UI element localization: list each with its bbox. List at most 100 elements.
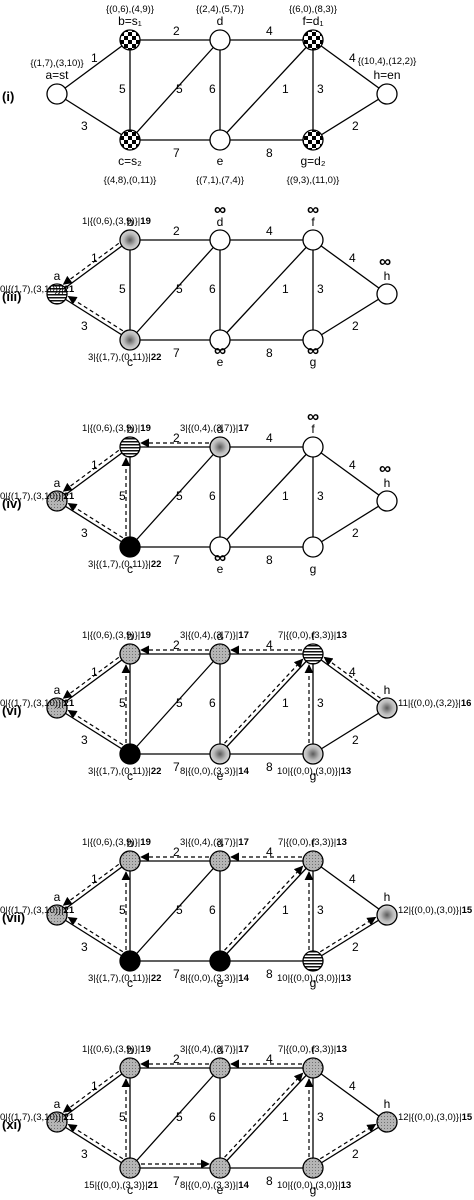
- annotation-text: 7|{(0,0),(3,3)}|: [278, 1044, 336, 1055]
- panel-label: (xi): [2, 1117, 22, 1132]
- annotation-g: {(9,3),(11,0)}: [287, 175, 340, 186]
- edge-d-c: [129, 446, 221, 548]
- edge-d-c: [129, 860, 221, 962]
- weight-f-e: 1: [282, 1110, 289, 1124]
- path-arrow-g-h: [319, 1123, 377, 1160]
- node-label-c: c: [127, 355, 133, 369]
- annotation-d: 3|{(0,4),(3,7)}|17: [180, 423, 249, 434]
- annotation-d: 3|{(0,4),(3,7)}|17: [180, 837, 249, 848]
- weight-e-g: 8: [266, 553, 273, 567]
- node-label-g: g=d₂: [300, 154, 325, 168]
- annotation-g: 10|{(0,0),(3,0)}|13: [277, 1180, 351, 1191]
- edge-a-b: [56, 239, 131, 295]
- annotation-text: 3|{(0,4),(3,7)}|: [180, 1044, 238, 1055]
- node-label-d: d: [217, 422, 224, 436]
- node-label-d: d: [217, 215, 224, 229]
- node-label-c: c: [127, 562, 133, 576]
- annotation-text: 10|{(0,0),(3,0)}|: [277, 766, 341, 777]
- node-b: [119, 229, 141, 251]
- weight-d-c: 5: [176, 696, 183, 710]
- annotation-text: 0|{(1,7),(3,10)}|: [0, 698, 64, 709]
- node-e: [209, 1157, 231, 1179]
- node-label-f: f: [311, 1043, 315, 1057]
- node-a: [46, 283, 68, 305]
- edges: [56, 39, 388, 141]
- node-g: [302, 329, 324, 351]
- edge-f-e: [219, 239, 314, 341]
- annotation-text: 12|{(0,0),(3,0)}|: [398, 905, 462, 916]
- annotation-b: {(0,6),(4,9)}: [106, 4, 154, 15]
- annotation-h: 12|{(0,0),(3,0)}|15: [398, 905, 473, 916]
- node-annotations: 0|{(1,7),(3,10)}|211|{(0,6),(3,9)}|193|{…: [0, 216, 161, 363]
- infinity-h: ∞: [379, 252, 391, 271]
- infinity-d: ∞: [214, 200, 226, 219]
- edge-d-c: [129, 1067, 221, 1169]
- path-arrow-b-a: [62, 242, 120, 285]
- path-arrow-c-a: [67, 1123, 124, 1160]
- weight-c-e: 7: [173, 967, 180, 981]
- node-h: [376, 1111, 398, 1133]
- node-label-g: g: [310, 355, 317, 369]
- weight-g-h: 2: [352, 940, 359, 954]
- weight-a-b: 1: [91, 1079, 98, 1093]
- node-c: [119, 950, 141, 972]
- node-annotations: 0|{(1,7),(3,10)}|211|{(0,6),(3,9)}|193|{…: [0, 837, 473, 984]
- annotation-h: 12|{(0,0),(3,0)}|15: [398, 1112, 473, 1123]
- node-label-g: g: [310, 1183, 317, 1197]
- weight-e-g: 8: [266, 760, 273, 774]
- node-labels: a=st b=s₁ c=s₂ d e f=d₁ g=d₂ h=en: [45, 14, 400, 168]
- infinity-e: ∞: [214, 548, 226, 567]
- node-f: [302, 850, 324, 872]
- node-e: [209, 129, 231, 151]
- node-label-d: d: [217, 14, 224, 28]
- annotation-b: 1|{(0,6),(3,9)}|19: [82, 1044, 151, 1055]
- node-f: [302, 1057, 324, 1079]
- annotation-value: 19: [140, 630, 151, 641]
- weight-d-e: 6: [209, 489, 216, 503]
- weight-d-f: 4: [266, 638, 273, 652]
- node-e: [209, 329, 231, 351]
- weight-c-e: 7: [173, 346, 180, 360]
- node-label-a: a: [54, 476, 61, 490]
- annotation-text: 3|{(1,7),(0,11)}|: [88, 559, 151, 570]
- weight-d-f: 4: [266, 1052, 273, 1066]
- path-arrow-b-a: [62, 656, 120, 699]
- node-annotations: {(1,7),(3,10)} {(0,6),(4,9)} {(4,8),(0,1…: [30, 4, 416, 186]
- annotation-value: 13: [341, 973, 352, 984]
- annotation-text: 10|{(0,0),(3,0)}|: [277, 1180, 341, 1191]
- node-label-c: c: [127, 976, 133, 990]
- annotation-text: 0|{(1,7),(3,10)}|: [0, 284, 64, 295]
- edge-a-b: [56, 860, 131, 916]
- annotation-e: 8|{(0,0),(3,3)}|14: [180, 1180, 250, 1191]
- path-arrow-e-f: [224, 658, 304, 744]
- panel-label: (i): [2, 89, 14, 104]
- node-label-e: e: [217, 1183, 224, 1197]
- annotation-value: 13: [336, 1044, 347, 1055]
- annotation-h: 11|{(0,0),(3,2)}|16: [398, 698, 471, 709]
- node-label-g: g: [310, 562, 317, 576]
- annotation-value: 13: [336, 630, 347, 641]
- node-g: [302, 129, 324, 151]
- node-label-d: d: [217, 836, 224, 850]
- node-d: [209, 29, 231, 51]
- edge-g-h: [312, 1121, 388, 1169]
- annotation-text: 0|{(1,7),(3,10)}|: [0, 1112, 64, 1123]
- weight-d-f: 4: [266, 845, 273, 859]
- weight-a-c: 3: [81, 733, 88, 747]
- edge-f-h: [312, 860, 388, 916]
- edge-f-e: [219, 653, 314, 755]
- path-arrows: [62, 438, 209, 539]
- infinity-e: ∞: [214, 341, 226, 360]
- edges: [56, 653, 388, 755]
- weight-e-g: 8: [266, 346, 273, 360]
- weight-c-e: 7: [173, 146, 180, 160]
- annotation-text: 15|{(0,0),(3,3)}|: [84, 1180, 148, 1191]
- node-c: [119, 743, 141, 765]
- annotation-value: 17: [238, 630, 249, 641]
- annotation-text: 3|{(1,7),(0,11)}|: [88, 766, 151, 777]
- annotation-d: {(2,4),(5,7)}: [196, 4, 244, 15]
- weight-b-c: 5: [119, 489, 126, 503]
